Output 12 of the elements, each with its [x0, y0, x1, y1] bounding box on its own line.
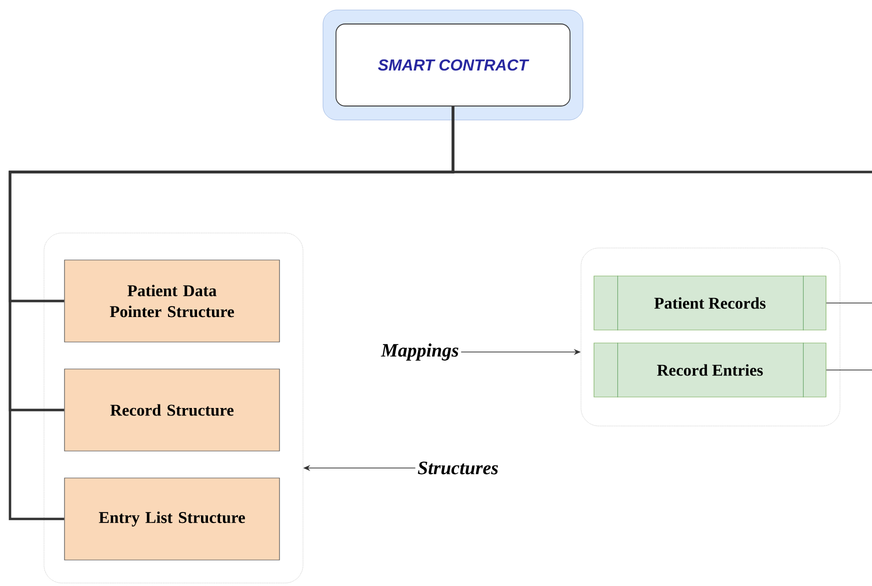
annotation-text: Structures	[418, 462, 498, 474]
connector-line	[826, 302, 872, 304]
mapping-box: Patient Records	[594, 275, 826, 331]
mapping-box: Record Entries	[594, 342, 826, 398]
annotation-text: Mappings	[380, 343, 458, 361]
connector-line	[452, 106, 872, 174]
structure-box: Entry List Structure	[64, 478, 280, 560]
contract-box: SMART CONTRACT	[336, 24, 570, 106]
group-container	[580, 248, 840, 426]
structure-box: Record Structure	[64, 368, 280, 452]
group-container	[44, 232, 304, 584]
structure-box: Patient Data Pointer Structure	[64, 260, 280, 342]
